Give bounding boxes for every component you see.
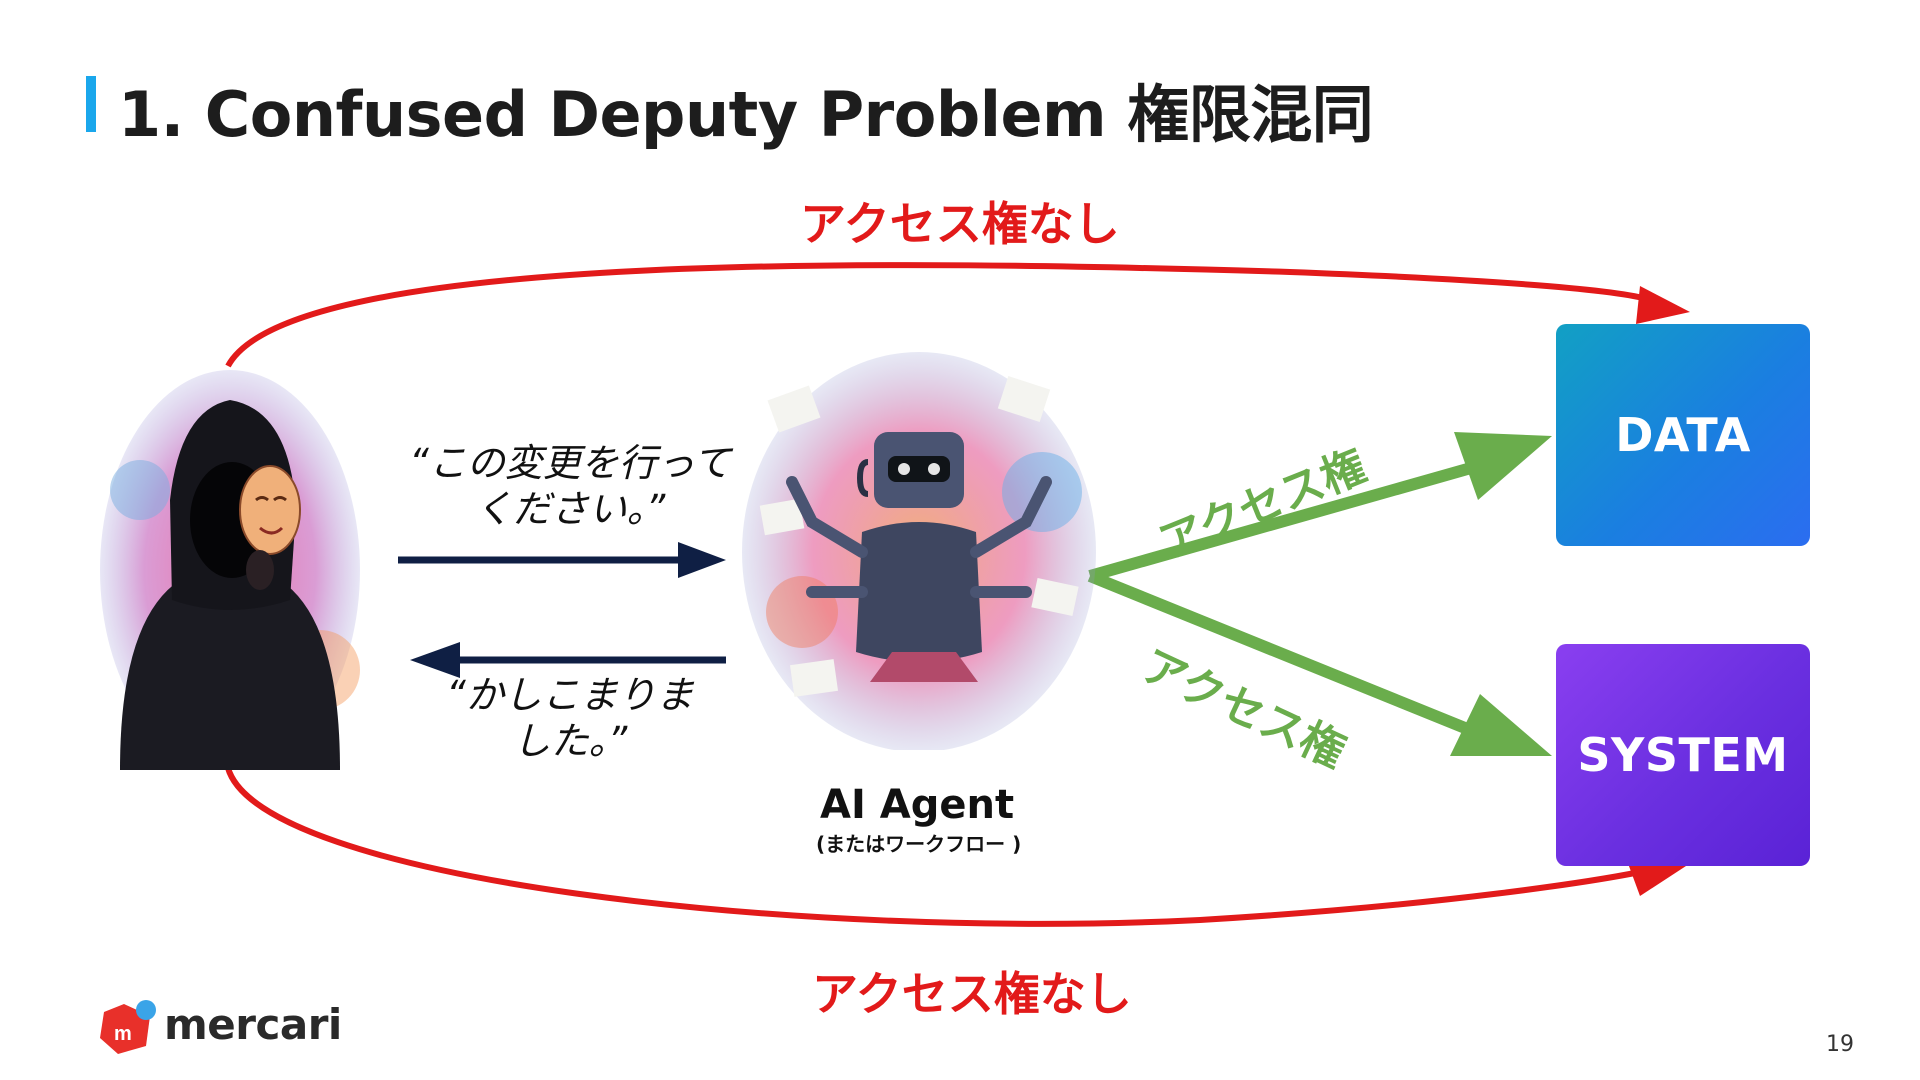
access-arrowhead-data: [1454, 432, 1552, 500]
system-box: SYSTEM: [1556, 644, 1810, 866]
agent-subtitle: (またはワークフロー ): [816, 832, 1022, 856]
hooded-attacker-icon: [100, 370, 360, 770]
agent-name: AI Agent: [820, 782, 1015, 828]
access-arrow-system: [1087, 570, 1473, 736]
mercari-logo-icon: m: [100, 1000, 156, 1054]
brand-name: mercari: [164, 1000, 342, 1049]
no-access-arrow-top: [225, 262, 1651, 368]
reply-quote: “かしこまりま した。”: [400, 672, 740, 764]
system-box-label: SYSTEM: [1577, 728, 1789, 782]
svg-text:m: m: [114, 1023, 132, 1045]
reply-arrowhead: [410, 642, 460, 678]
request-arrowhead: [678, 542, 726, 578]
access-arrow-data: [1088, 460, 1480, 582]
no-access-label-top: アクセス権なし: [800, 197, 1120, 251]
page-title: 1. Confused Deputy Problem 権限混同: [118, 78, 1374, 151]
no-access-label-bottom: アクセス権なし: [812, 967, 1132, 1021]
data-box: DATA: [1556, 324, 1810, 546]
request-quote-text: “この変更を行って ください。”: [409, 441, 731, 531]
page-number: 19: [1826, 1032, 1854, 1057]
no-access-arrow-bottom: [225, 767, 1641, 927]
request-quote: “この変更を行って ください。”: [380, 440, 760, 532]
access-arrowhead-system: [1450, 694, 1552, 756]
data-box-label: DATA: [1615, 408, 1751, 462]
no-access-arrowhead-bottom: [1626, 858, 1686, 896]
no-access-arrowhead-top: [1636, 286, 1690, 324]
ai-robot-agent-icon: [742, 352, 1096, 750]
reply-quote-text: “かしこまりま した。”: [446, 673, 694, 763]
title-accent-bar: [86, 76, 96, 132]
